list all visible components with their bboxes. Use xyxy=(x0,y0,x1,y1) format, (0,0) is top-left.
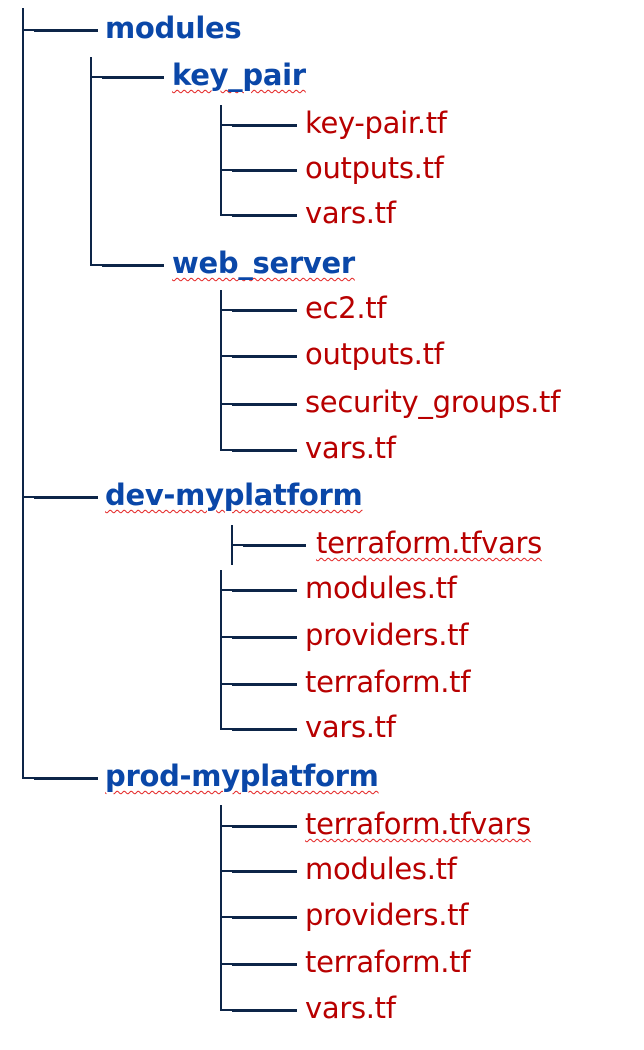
branch-line xyxy=(102,264,164,267)
branch-line xyxy=(102,76,164,79)
modules-guide-line xyxy=(90,60,92,258)
branch-tick xyxy=(220,963,232,965)
directory-name: modules xyxy=(105,11,242,45)
branch-line xyxy=(232,589,297,592)
branch-tick xyxy=(90,76,102,78)
file-name: modules.tf xyxy=(305,852,457,886)
branch-line xyxy=(232,403,297,406)
branch-line xyxy=(232,124,297,127)
branch-tick xyxy=(220,825,232,827)
branch-line xyxy=(232,214,297,217)
branch-stub xyxy=(22,758,24,779)
file-name: providers.tf xyxy=(305,618,469,652)
file-name: vars.tf xyxy=(305,710,396,744)
branch-line xyxy=(232,916,297,919)
branch-tick xyxy=(220,1009,232,1011)
branch-tick xyxy=(220,636,232,638)
branch-line xyxy=(232,683,297,686)
branch-line xyxy=(243,544,306,547)
file-name: ec2.tf xyxy=(305,291,387,325)
branch-stub xyxy=(220,990,222,1011)
branch-tick xyxy=(220,403,232,405)
file-name: outputs.tf xyxy=(305,337,444,371)
file-name: terraform.tfvars xyxy=(316,526,542,560)
branch-line xyxy=(232,870,297,873)
branch-tick xyxy=(22,777,34,779)
branch-tick xyxy=(22,496,34,498)
branch-tick xyxy=(231,544,243,546)
branch-stub xyxy=(220,430,222,451)
branch-tick xyxy=(220,309,232,311)
branch-line xyxy=(232,169,297,172)
branch-tick xyxy=(220,124,232,126)
file-name: providers.tf xyxy=(305,898,469,932)
file-name: terraform.tfvars xyxy=(305,807,531,841)
file-name: security_groups.tf xyxy=(305,385,561,419)
file-name: vars.tf xyxy=(305,991,396,1025)
branch-tick xyxy=(220,870,232,872)
directory-name: dev-myplatform xyxy=(105,478,363,512)
branch-stub xyxy=(220,195,222,216)
branch-line xyxy=(232,449,297,452)
branch-tick xyxy=(220,728,232,730)
branch-line xyxy=(232,728,297,731)
branch-line xyxy=(232,355,297,358)
branch-tick xyxy=(220,916,232,918)
file-name: vars.tf xyxy=(305,431,396,465)
directory-name: web_server xyxy=(172,246,355,280)
branch-line xyxy=(232,963,297,966)
branch-stub xyxy=(220,709,222,730)
branch-line xyxy=(232,1009,297,1012)
branch-tick xyxy=(220,355,232,357)
file-name: key-pair.tf xyxy=(305,106,447,140)
branch-tick xyxy=(220,214,232,216)
branch-tick xyxy=(90,264,102,266)
branch-tick xyxy=(22,29,34,31)
file-name: vars.tf xyxy=(305,196,396,230)
branch-tick xyxy=(220,589,232,591)
directory-name: prod-myplatform xyxy=(105,759,379,793)
file-name: terraform.tf xyxy=(305,665,471,699)
branch-stub xyxy=(90,245,92,266)
branch-tick xyxy=(220,449,232,451)
directory-name: key_pair xyxy=(172,58,306,92)
branch-line xyxy=(232,636,297,639)
file-name: outputs.tf xyxy=(305,151,444,185)
branch-line xyxy=(34,496,98,499)
file-name: modules.tf xyxy=(305,571,457,605)
branch-line xyxy=(34,777,98,780)
branch-line xyxy=(34,29,98,32)
branch-line xyxy=(232,825,297,828)
branch-line xyxy=(232,309,297,312)
root-guide-line xyxy=(22,8,24,770)
branch-tick xyxy=(220,683,232,685)
file-name: terraform.tf xyxy=(305,945,471,979)
branch-tick xyxy=(220,169,232,171)
